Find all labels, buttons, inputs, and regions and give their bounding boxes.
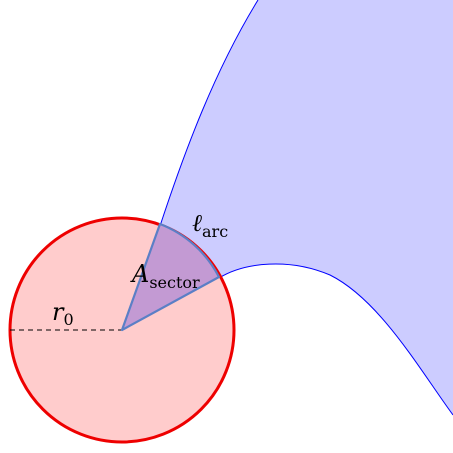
arc-length-label: ℓarc bbox=[192, 209, 228, 241]
blue-band-region bbox=[160, 0, 453, 415]
band-left-edge bbox=[159, 0, 259, 227]
band-lower-edge bbox=[218, 263, 453, 416]
sector-wedge bbox=[120, 222, 221, 332]
sector-area-label: Asector bbox=[130, 260, 200, 292]
radius-label: r0 bbox=[52, 298, 74, 329]
